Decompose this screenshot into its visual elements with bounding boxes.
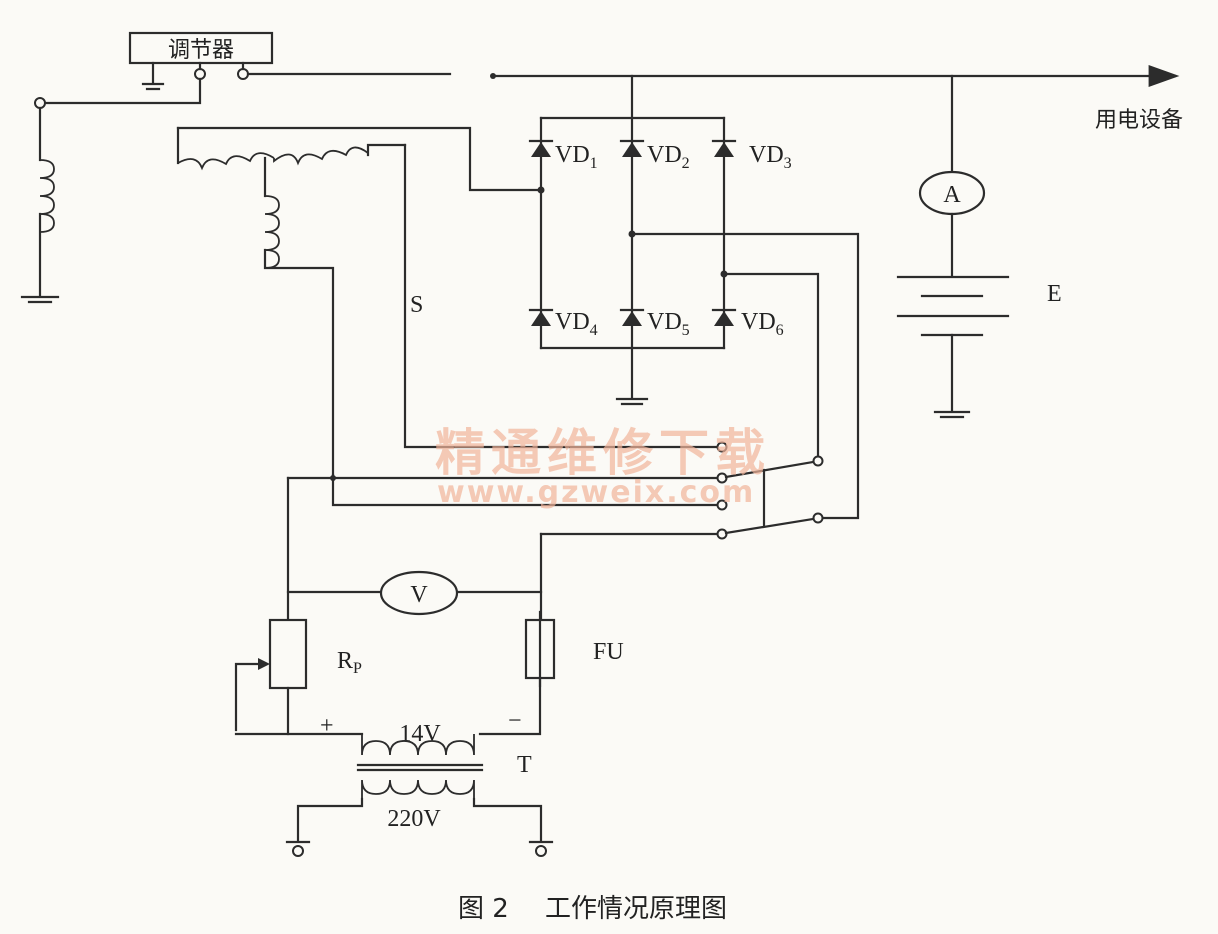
switch-blade <box>724 460 815 479</box>
diode-icon <box>622 142 642 157</box>
primary-right-lead <box>472 797 543 842</box>
voltmeter <box>379 570 459 616</box>
battery-branch: A E <box>896 74 1062 419</box>
diode-icon <box>714 311 734 326</box>
rheostat-label: RP <box>337 648 362 677</box>
regulator: 调节器 <box>38 31 452 105</box>
transformer-core <box>356 763 484 772</box>
diode-label: VD3 <box>749 142 792 172</box>
bridge-ground-icon <box>615 397 649 406</box>
switch-contact <box>716 441 728 453</box>
diode-label: VD4 <box>555 309 598 339</box>
plus-sign: + <box>320 713 334 739</box>
figure-number: 图 2 <box>458 894 509 924</box>
rheostat <box>268 618 308 690</box>
phase-tap-wire <box>630 232 860 520</box>
fuse-label: FU <box>593 639 624 665</box>
switch-blade <box>724 517 815 535</box>
rectifier-bridge: VD1 VD2 VD3 VD4 VD5 VD6 <box>528 74 860 520</box>
rheostat-wiper-wire <box>234 662 264 732</box>
secondary-voltage: 14V <box>399 721 441 747</box>
junction-dot <box>537 186 545 194</box>
primary-left-lead <box>296 797 364 842</box>
diode-icon <box>531 311 551 326</box>
bus-end-dot <box>490 73 496 79</box>
diode-label: VD6 <box>741 309 784 339</box>
rheostat-wiper-arrow-icon <box>258 658 270 670</box>
diode-icon <box>622 311 642 326</box>
switch-label: S <box>410 292 423 318</box>
field-terminal <box>34 97 46 109</box>
diode-vd5: VD5 <box>619 308 690 339</box>
field-wire <box>38 77 202 105</box>
regulator-label: 调节器 <box>168 38 234 63</box>
stator-winding: S <box>176 126 722 477</box>
diode-vd4: VD4 <box>528 308 598 339</box>
regulator-field-terminal <box>194 68 206 80</box>
diode-vd2: VD2 <box>619 139 690 172</box>
selector-switch <box>716 441 824 540</box>
diode-label: VD2 <box>647 142 690 172</box>
regulator-ground-icon <box>141 82 165 91</box>
stator-coil-c-icon <box>273 146 369 166</box>
transformer-primary-coil-icon <box>361 779 475 799</box>
junction-dot <box>330 475 336 481</box>
voltmeter-label: V <box>410 582 428 608</box>
field-ground-icon <box>20 295 60 304</box>
switch-contact <box>812 512 824 524</box>
mains-plug-icon <box>535 845 547 857</box>
switch-common-wire-s <box>403 143 722 449</box>
switch-contact <box>812 455 824 467</box>
diode-vd6: VD6 <box>711 308 784 339</box>
figure-title: 工作情况原理图 <box>545 894 727 924</box>
mains-plug-icon <box>292 845 304 857</box>
load-label: 用电设备 <box>1095 108 1183 133</box>
minus-sign: − <box>508 708 522 734</box>
watermark-url: www.gzweix.com <box>437 475 755 510</box>
field-coil-icon <box>39 159 55 233</box>
diode-icon <box>714 142 734 157</box>
stator-phase-b-lead <box>263 248 335 477</box>
battery-label: E <box>1047 281 1062 307</box>
primary-voltage: 220V <box>387 806 441 832</box>
diode-label: VD5 <box>647 309 690 339</box>
transformer-label: T <box>517 752 532 778</box>
watermark-cn: 精通维修下载 <box>435 424 771 482</box>
fuse-bottom-lead <box>478 676 542 736</box>
diode-label: VD1 <box>555 142 598 172</box>
stator-coil-b-icon <box>264 195 280 269</box>
regulator-battery-terminal <box>237 68 249 80</box>
test-wire-mid <box>331 473 719 507</box>
battery-ground-icon <box>933 410 971 419</box>
stator-coil-a-icon <box>177 152 275 171</box>
phase-tap-wire <box>722 272 820 457</box>
transformer: 14V 220V T <box>285 721 554 857</box>
stator-to-rectifier-wire <box>176 126 543 192</box>
field-winding <box>20 97 60 304</box>
diode-vd3: VD3 <box>711 139 792 172</box>
test-circuit: V RP FU + − <box>234 473 719 739</box>
diode-icon <box>531 142 551 157</box>
diode-vd1: VD1 <box>528 139 598 172</box>
stator-phase-c-lead <box>366 143 407 157</box>
transformer-secondary-coil-icon <box>361 734 475 756</box>
ammeter-label: A <box>943 182 961 208</box>
